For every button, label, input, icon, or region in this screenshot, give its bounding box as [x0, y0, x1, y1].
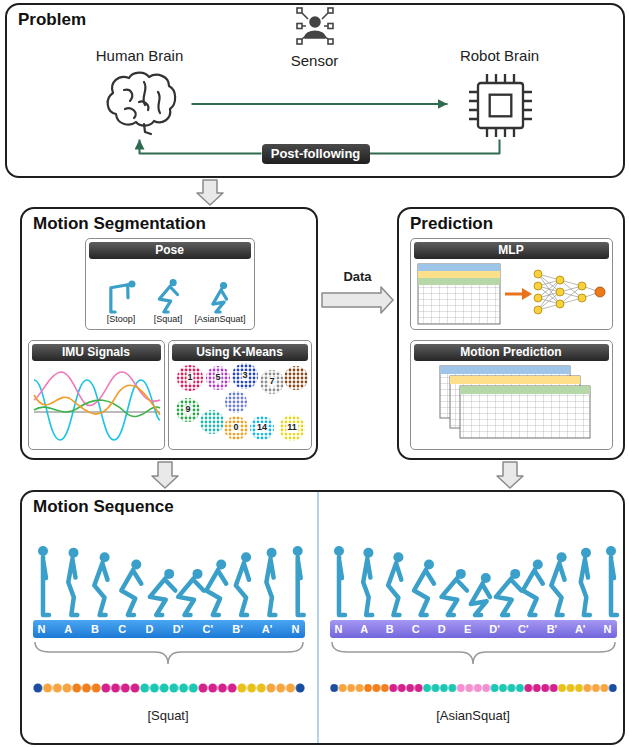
cluster-number: 3 — [241, 371, 248, 381]
pose-label: [Squat] — [147, 709, 188, 723]
mlp-picture — [418, 264, 605, 324]
sub-panel: Motion Prediction — [410, 340, 613, 450]
phase-bar: N A B C D E D' C' B' A' N — [330, 620, 617, 638]
phase-bar: N A B C D D' C' B' A' N — [33, 620, 305, 638]
pose-label: [AsianSquat] — [194, 315, 245, 325]
section-panel: ProblemHuman Brain Sensor Robot BrainPost-… — [5, 3, 625, 178]
section-panel: Motion SegmentationPoseIMU Signals Using … — [20, 207, 318, 460]
icon-label: Robot Brain — [460, 47, 539, 64]
brace — [35, 642, 615, 664]
prediction-tables — [440, 366, 590, 438]
phase-letters: N A B C D E D' C' B' A' N — [335, 623, 612, 635]
section-title: Problem — [18, 10, 86, 30]
cluster-number: 1 — [186, 373, 193, 383]
asiansquat-sequence-figures — [334, 546, 617, 615]
panel-header: Using K-Means — [172, 344, 308, 361]
panel-header: IMU Signals — [32, 344, 161, 361]
squat-dot-sequence — [33, 681, 305, 695]
cluster-number: 7 — [268, 377, 275, 387]
panel-header: Pose — [89, 242, 251, 259]
imu-signal-plot — [34, 372, 160, 440]
cluster-number: 14 — [256, 423, 268, 433]
flow-arrow — [140, 140, 262, 154]
sub-panel: IMU Signals — [28, 340, 165, 450]
icon-node: Robot Brain — [450, 45, 550, 140]
flow-arrow — [192, 103, 448, 105]
block-arrow — [152, 462, 178, 488]
pose-label: [Stoop] — [107, 315, 136, 325]
flow-arrow — [370, 140, 500, 154]
section-title: Motion Sequence — [33, 497, 174, 517]
block-arrow — [197, 180, 223, 205]
cluster-number: 5 — [214, 373, 221, 383]
feedback-label: Post-following — [271, 146, 361, 161]
icon-node: Human Brain — [90, 45, 190, 140]
panel-header: MLP — [414, 242, 609, 259]
block-arrow — [322, 287, 393, 313]
sensor-icon — [297, 8, 333, 44]
asiansquat-dot-sequence — [330, 681, 617, 695]
section-panel: Motion Sequence N A B C D D' C' B' A' N N … — [20, 490, 625, 745]
section-title: Prediction — [410, 214, 493, 234]
panel-header: Motion Prediction — [414, 344, 609, 361]
kmeans-clusters — [176, 363, 308, 441]
edge-label: Data — [340, 269, 374, 284]
brain-icon — [108, 73, 175, 134]
phase-letters: N A B C D D' C' B' A' N — [38, 623, 300, 635]
divider-line — [317, 492, 319, 743]
cluster-number: 9 — [184, 405, 191, 415]
pose-figures — [111, 279, 227, 312]
icon-label: Sensor — [291, 52, 339, 69]
icon-node: Sensor — [270, 6, 360, 70]
block-arrow — [497, 462, 523, 488]
cluster-number: 11 — [286, 423, 298, 433]
section-title: Motion Segmentation — [33, 214, 206, 234]
cluster-number: 0 — [232, 423, 239, 433]
icon-label: Human Brain — [96, 47, 184, 64]
pose-label: [AsianSquat] — [436, 709, 510, 723]
squat-sequence-figures — [38, 546, 304, 615]
sub-panel: Using K-Means — [168, 340, 312, 450]
pose-label: [Squat] — [154, 315, 183, 325]
sub-panel: MLP — [410, 238, 613, 330]
chip-icon — [469, 74, 532, 137]
section-panel: PredictionMLP Motion Prediction — [397, 207, 625, 460]
feedback-box: Post-following — [262, 144, 370, 164]
